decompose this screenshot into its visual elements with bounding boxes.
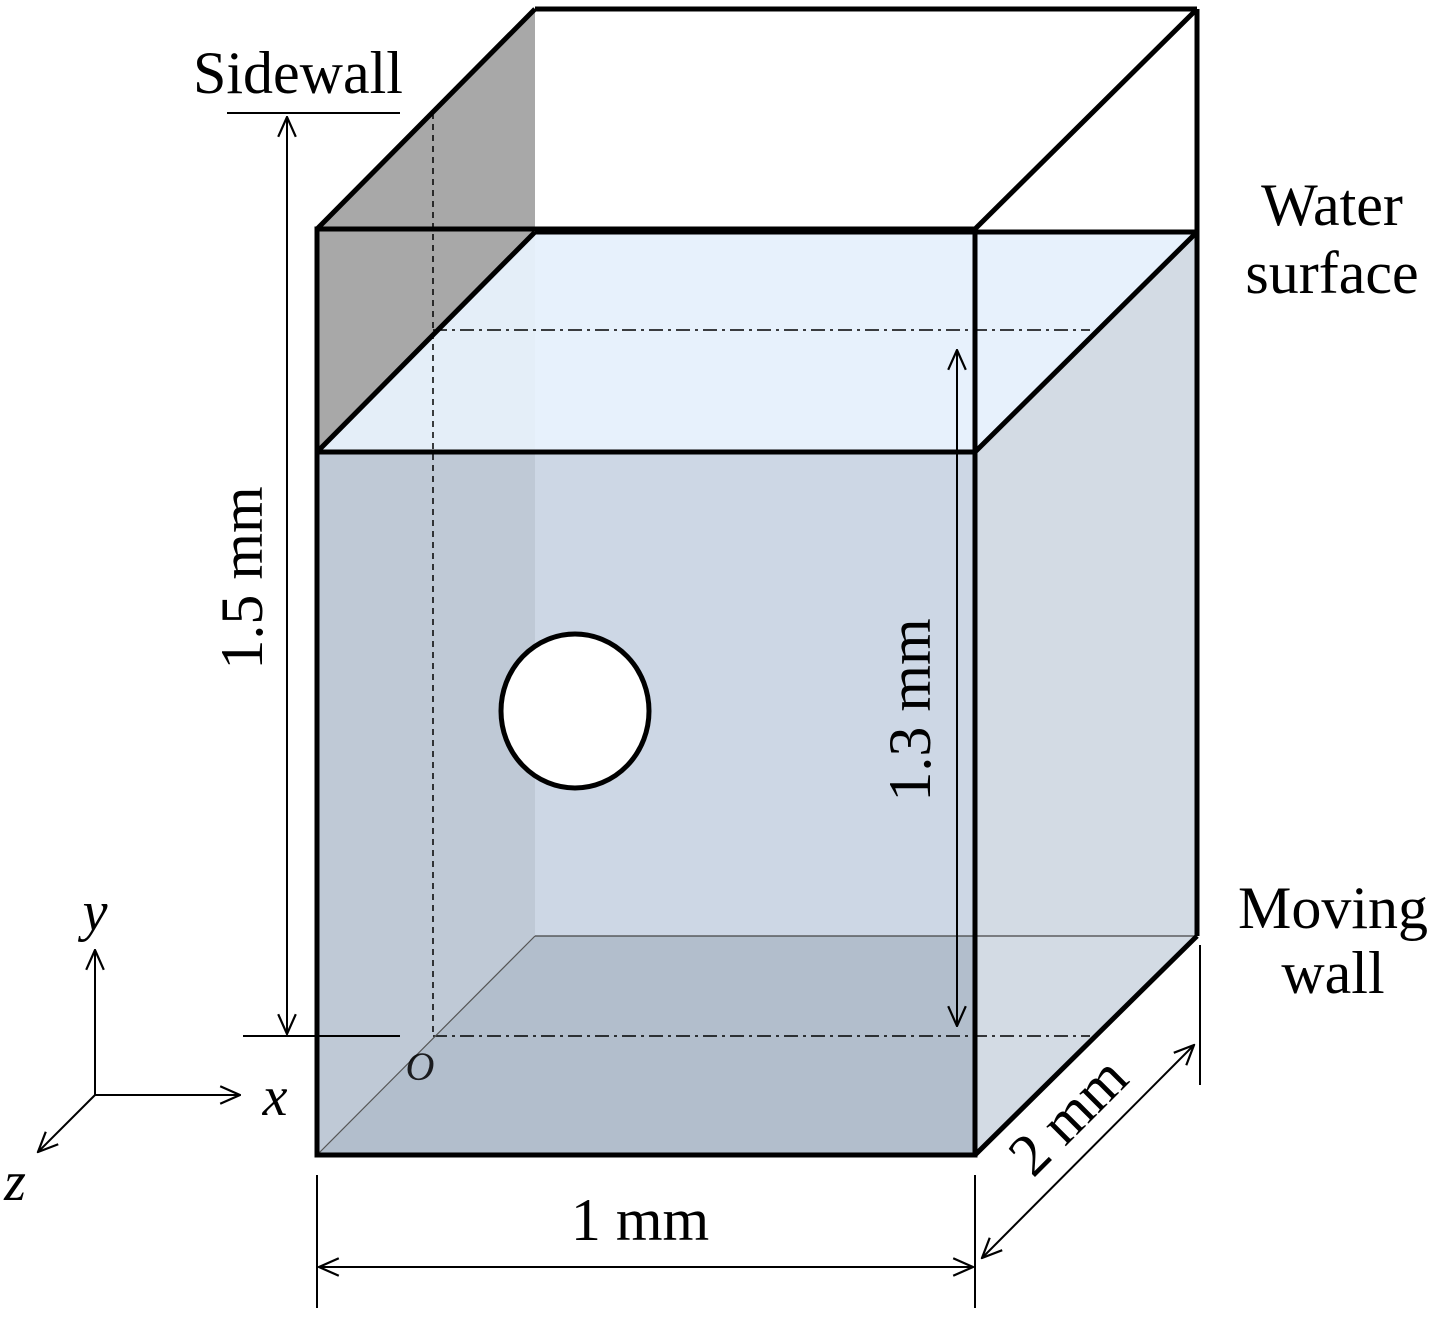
origin-label: O	[406, 1044, 435, 1089]
water-depth-label: 1.3 mm	[877, 618, 943, 801]
moving-wall-label-line1: Moving	[1238, 875, 1428, 941]
water-surface-label-line1: Water	[1261, 172, 1403, 238]
box-outline	[314, 6, 1200, 1158]
z-axis-label: z	[3, 1151, 26, 1213]
water-surface-label-line2: surface	[1245, 240, 1418, 306]
sidewall-label: Sidewall	[193, 40, 403, 106]
front-face-water	[317, 452, 975, 1155]
z-axis-arrow	[38, 1094, 96, 1152]
moving-wall-label-line2: wall	[1281, 940, 1384, 1006]
y-axis-label: y	[78, 881, 108, 943]
depth-dimension-arrow	[982, 1045, 1194, 1258]
height-dimension-label: 1.5 mm	[209, 486, 275, 669]
right-face-water	[975, 232, 1197, 1155]
particle-circle	[498, 631, 652, 791]
coordinate-axes: y x z	[3, 881, 287, 1213]
hidden-edge-diagonal	[316, 935, 536, 1156]
width-dimension-label: 1 mm	[571, 1187, 709, 1253]
x-axis-label: x	[262, 1066, 288, 1128]
